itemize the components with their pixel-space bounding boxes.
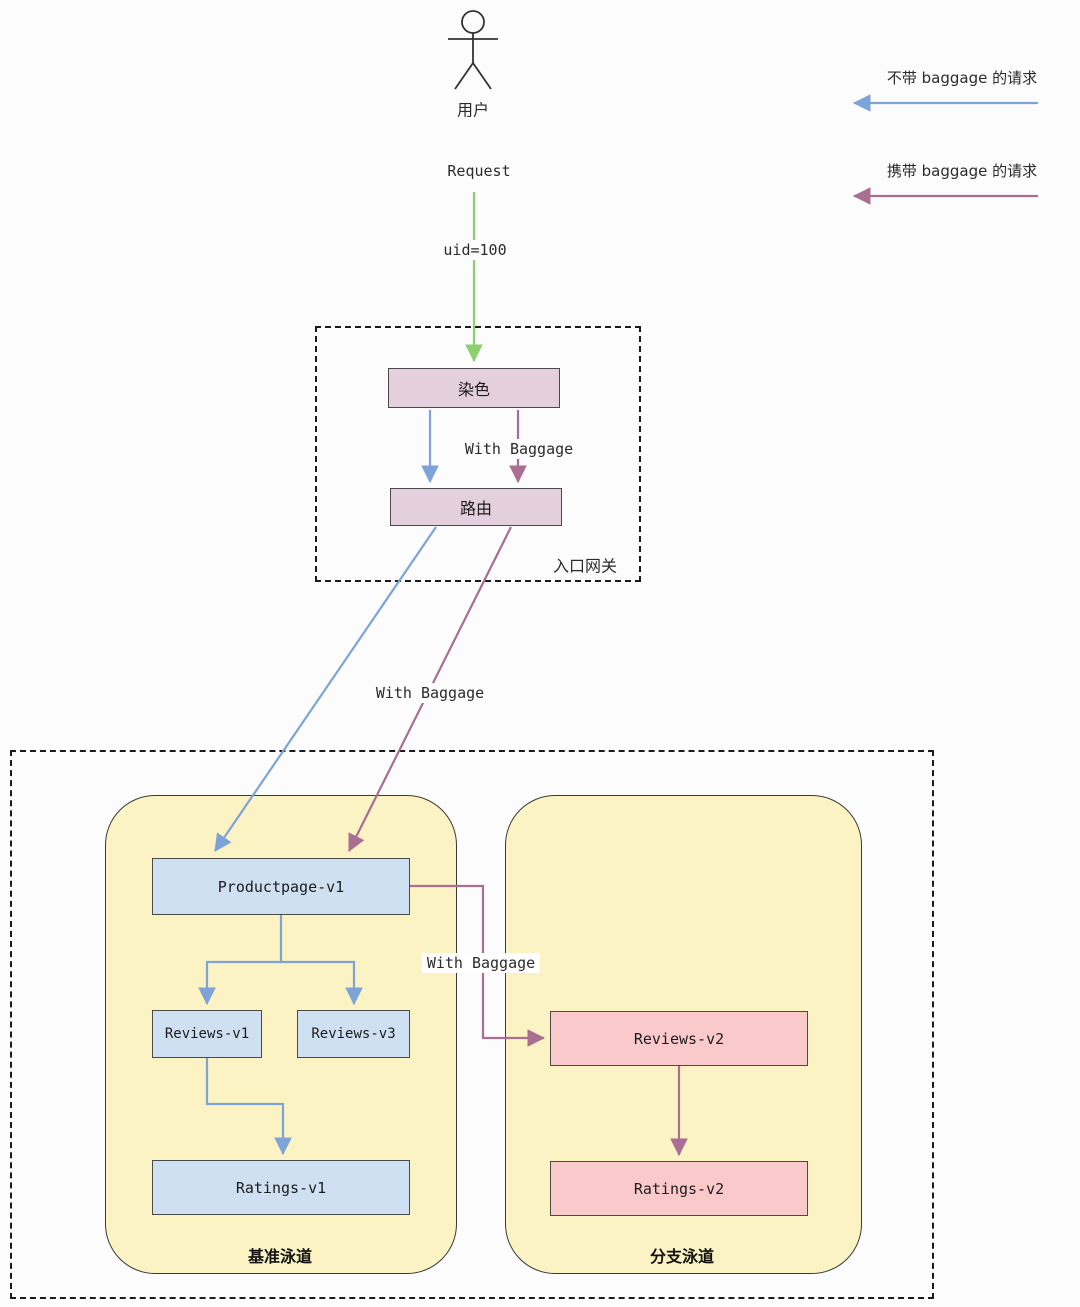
uid-label: uid=100 [438,240,512,260]
node-reviews-v1: Reviews-v1 [152,1010,262,1058]
node-reviews-v3: Reviews-v3 [297,1010,410,1058]
node-ratings-v1: Ratings-v1 [152,1160,410,1215]
user-actor-label: 用户 [456,100,490,120]
branch-lane-title: 分支泳道 [649,1247,715,1266]
node-dye: 染色 [388,368,560,408]
request-label: Request [447,162,511,180]
node-dye-label: 染色 [457,380,490,399]
legend-no-baggage-label: 不带 baggage 的请求 [886,69,1038,87]
node-reviews-v2: Reviews-v2 [550,1011,808,1066]
node-route: 路由 [390,488,562,526]
user-actor-icon [448,10,498,90]
node-productpage-v1-label: Productpage-v1 [217,877,345,896]
gateway-with-baggage-label: With Baggage [459,439,579,459]
route-with-baggage-label: With Baggage [370,683,490,703]
gateway-title: 入口网关 [552,556,618,576]
node-ratings-v2: Ratings-v2 [550,1161,808,1216]
node-ratings-v2-label: Ratings-v2 [633,1179,725,1198]
legend-with-baggage-label: 携带 baggage 的请求 [886,162,1038,180]
node-reviews-v1-label: Reviews-v1 [164,1026,250,1042]
node-reviews-v3-label: Reviews-v3 [311,1026,396,1042]
node-reviews-v2-label: Reviews-v2 [633,1029,725,1048]
lane-with-baggage-label: With Baggage [421,953,541,973]
baseline-lane-title: 基准泳道 [247,1247,313,1266]
node-route-label: 路由 [459,499,492,518]
node-ratings-v1-label: Ratings-v1 [235,1178,327,1197]
node-productpage-v1: Productpage-v1 [152,858,410,915]
